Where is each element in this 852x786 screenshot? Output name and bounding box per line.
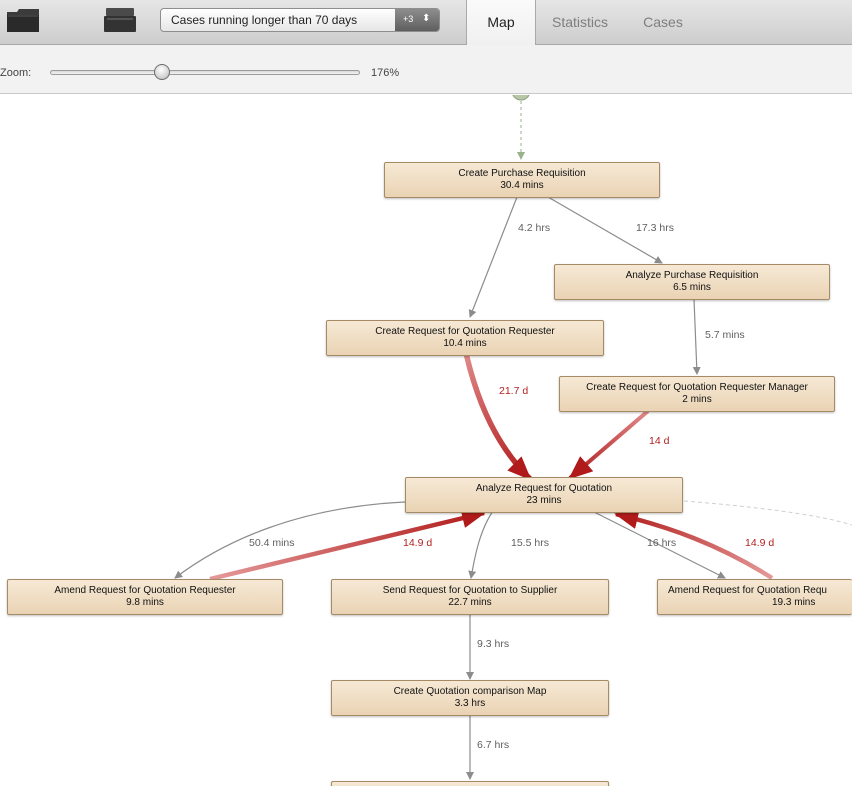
node-amend-rfq-requester[interactable]: Amend Request for Quotation Requester 9.… [7,579,283,615]
zoom-slider-thumb[interactable] [154,64,170,80]
toolbar: Cases running longer than 70 days +3 ⬍ M… [0,0,852,46]
node-title: Create Purchase Requisition [458,168,586,179]
node-title: Amend Request for Quotation Requester [54,585,236,596]
map-edges [174,95,852,780]
edge-label: 4.2 hrs [518,222,551,234]
edge-label: 21.7 d [499,385,529,397]
filter-count: +3 [403,14,414,24]
zoom-label: Zoom: [0,67,32,79]
node-title: Create Request for Quotation Requester M… [586,382,808,393]
edge-4-2-hrs [468,196,518,318]
node-duration: 9.8 mins [126,597,164,608]
node-duration: 2 mins [682,394,712,405]
node-duration: 3.3 hrs [454,698,486,709]
edge-label: 50.4 mins [249,537,295,549]
node-title: Amend Request for Quotation Requ [668,585,827,596]
archive-icon[interactable] [103,7,137,33]
edge-5-7-mins [692,298,701,375]
node-title: Create Quotation comparison Map [393,686,547,697]
node-title: Send Request for Quotation to Supplier [382,585,558,596]
edge-label: 15.5 hrs [511,537,549,549]
filter-count-stepper[interactable]: +3 ⬍ [395,9,439,31]
node-next-partial[interactable] [331,781,609,786]
node-analyze-rfq[interactable]: Analyze Request for Quotation 23 mins [405,477,683,513]
edge-label: 9.3 hrs [477,638,510,650]
edge-14-d [568,409,650,480]
tab-statistics[interactable]: Statistics [551,14,608,30]
edge-label: 16 hrs [647,537,677,549]
edge-15-5-hrs [468,510,494,579]
node-send-rfq-to-supplier[interactable]: Send Request for Quotation to Supplier 2… [331,579,609,615]
zoom-bar: Zoom: 176% [0,45,852,94]
node-duration: 19.3 mins [772,597,816,608]
edge-17-3-hrs [547,196,663,264]
node-duration: 22.7 mins [448,597,492,608]
edge-14-9-d-right [614,509,774,580]
node-create-quotation-comparison-map[interactable]: Create Quotation comparison Map 3.3 hrs [331,680,609,716]
node-create-rfq-requester[interactable]: Create Request for Quotation Requester 1… [326,320,604,356]
node-title: Analyze Request for Quotation [475,483,613,494]
edge-end-dashed [683,500,852,526]
tab-cases[interactable]: Cases [643,14,683,30]
edge-label: 5.7 mins [705,329,745,341]
node-duration: 6.5 mins [673,282,711,293]
node-duration: 30.4 mins [500,180,544,191]
start-node-icon [512,95,530,101]
stepper-arrows-icon[interactable]: ⬍ [422,13,431,24]
node-duration: 23 mins [526,495,562,506]
edge-14-9-d-left [209,508,486,582]
node-duration: 10.4 mins [443,338,487,349]
zoom-slider-track[interactable] [50,70,360,75]
edge-label: 14.9 d [745,537,775,549]
folder-icon[interactable] [6,7,40,33]
node-create-rfq-requester-manager[interactable]: Create Request for Quotation Requester M… [559,376,835,412]
filter-dropdown[interactable]: Cases running longer than 70 days +3 ⬍ [160,8,440,32]
edge-label: 14.9 d [403,537,433,549]
node-title: Analyze Purchase Requisition [625,270,759,281]
edge-label: 6.7 hrs [477,739,510,751]
node-analyze-purchase-requisition[interactable]: Analyze Purchase Requisition 6.5 mins [554,264,830,300]
edge-label: 14 d [649,435,670,447]
tab-map[interactable]: Map [466,0,536,46]
node-title: Create Request for Quotation Requester [375,326,555,337]
zoom-value: 176% [371,67,400,79]
filter-label: Cases running longer than 70 days [171,13,358,27]
node-amend-rfq-requ[interactable]: Amend Request for Quotation Requ 19.3 mi… [657,579,852,615]
edge-50-4-mins [174,501,406,579]
edge-label: 17.3 hrs [636,222,674,234]
edge-21-7-d [463,352,532,481]
node-create-purchase-requisition[interactable]: Create Purchase Requisition 30.4 mins [384,162,660,198]
process-map[interactable]: Create Purchase Requisition 30.4 mins An… [0,95,852,786]
edge-16-hrs [591,510,726,579]
